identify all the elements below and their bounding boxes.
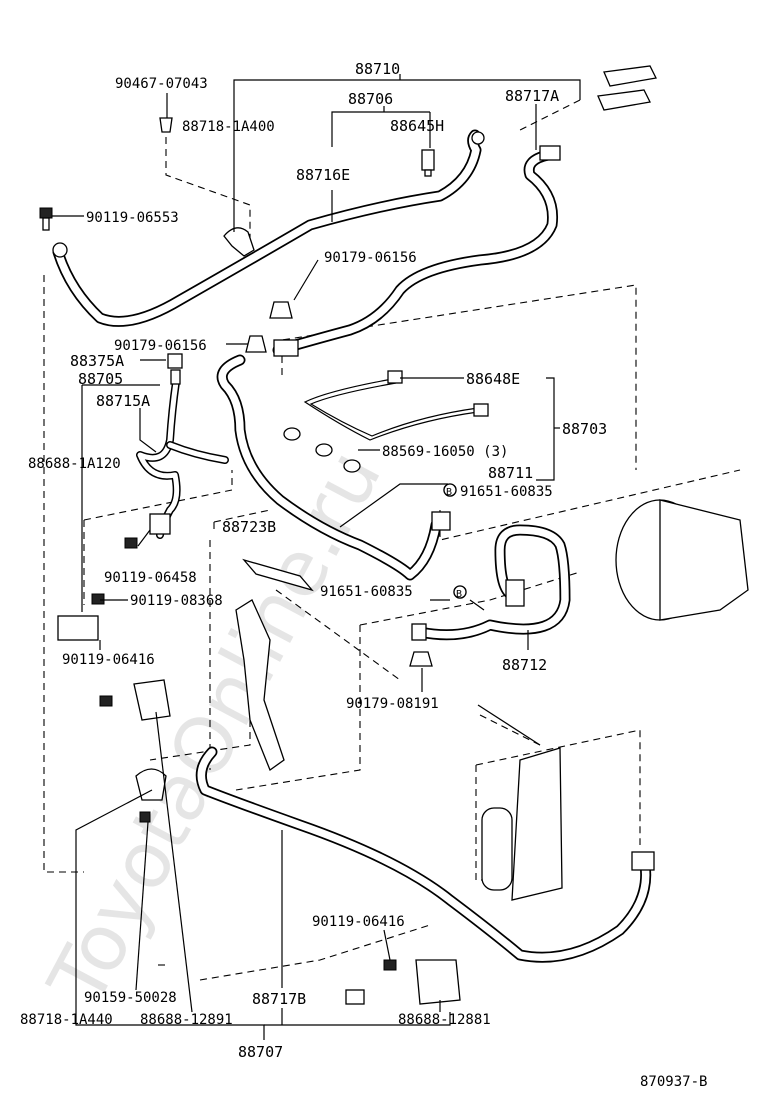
label-90119-08368: 90119-08368 [130, 593, 223, 609]
label-88688-12891: 88688-12891 [140, 1012, 233, 1028]
label-88648e: 88648E [466, 370, 520, 388]
label-88688-12881: 88688-12881 [398, 1012, 491, 1028]
svg-text:B: B [446, 487, 452, 498]
label-88706: 88706 [348, 90, 393, 108]
pipe-88716e [52, 129, 482, 327]
label-88715a: 88715A [96, 392, 150, 410]
label-88711: 88711 [488, 464, 533, 482]
label-88716e: 88716E [296, 166, 350, 184]
label-90119-06416-b: 90119-06416 [312, 914, 405, 930]
svg-text:B: B [456, 589, 462, 600]
label-88718-1a440: 88718-1A440 [20, 1012, 113, 1028]
label-90159-50028: 90159-50028 [84, 990, 177, 1006]
pipe-88711 [216, 354, 442, 581]
label-88375a: 88375A [70, 352, 124, 370]
pipe-88712 [414, 524, 571, 641]
fittings [39, 65, 749, 1005]
label-88569-16050: 88569-16050 (3) [382, 444, 508, 460]
label-88723b: 88723B [222, 518, 276, 536]
label-91651-60835-a: 91651-60835 [460, 484, 553, 500]
label-88703: 88703 [562, 420, 607, 438]
label-88688-1a120: 88688-1A120 [28, 456, 121, 472]
label-88645h: 88645H [390, 117, 444, 135]
assembly-outlines [43, 99, 741, 981]
label-90119-06553: 90119-06553 [86, 210, 179, 226]
wire-harness-88703 [303, 370, 489, 441]
label-88717a: 88717A [505, 87, 559, 105]
label-88712: 88712 [502, 656, 547, 674]
label-88717b: 88717B [252, 990, 306, 1008]
label-90179-06156-a: 90179-06156 [324, 250, 417, 266]
bolt-marker-b: B B [443, 483, 467, 600]
pipe-88717a [272, 149, 559, 356]
label-90467-07043: 90467-07043 [115, 76, 208, 92]
label-90179-06156-b: 90179-06156 [114, 338, 207, 354]
leader-lines [52, 74, 581, 1040]
label-88718-1a400: 88718-1A400 [182, 119, 275, 135]
label-90179-08191: 90179-08191 [346, 696, 439, 712]
diagram-code: 870937-B [640, 1074, 707, 1090]
label-90119-06416-a: 90119-06416 [62, 652, 155, 668]
label-88710: 88710 [355, 60, 400, 78]
label-90119-06458: 90119-06458 [104, 570, 197, 586]
label-91651-60835-b: 91651-60835 [320, 584, 413, 600]
pipe-88717b [195, 746, 652, 963]
label-88705: 88705 [78, 370, 123, 388]
part-labels: 88710 90467-07043 88706 88717A 88718-1A4… [20, 60, 707, 1090]
pipe-88715a [136, 378, 229, 539]
label-88707: 88707 [238, 1043, 283, 1061]
